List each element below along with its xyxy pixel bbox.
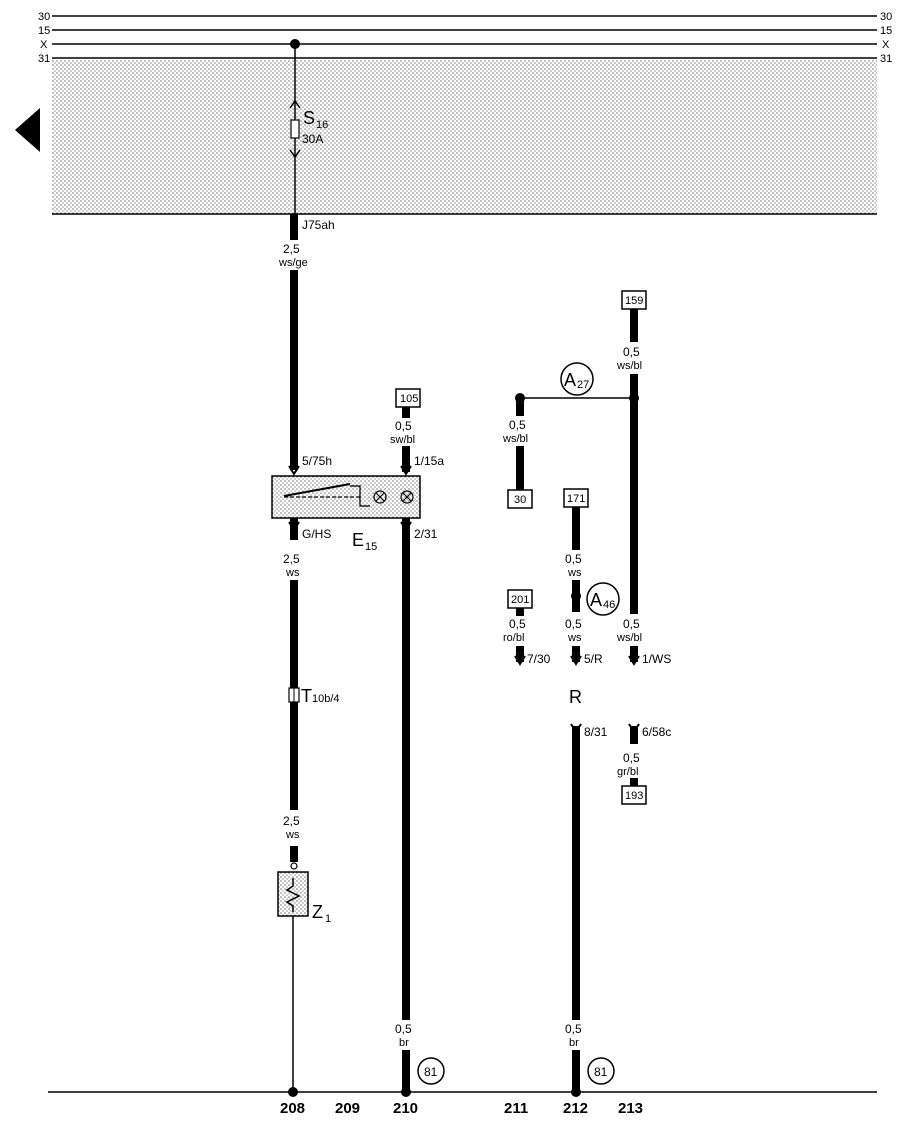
connector-1-15a: 1/15a xyxy=(414,454,444,468)
fuse-name: S xyxy=(303,108,315,128)
connector-a46[interactable] xyxy=(586,582,620,616)
wire-193-color: gr/bl xyxy=(617,766,638,778)
wire-105-size: 0,5 xyxy=(395,419,412,433)
junction-a27-right xyxy=(629,393,639,403)
rail-x-left: X xyxy=(40,39,48,51)
wire-208-size-2: 2,5 xyxy=(283,552,300,566)
heater-z1[interactable] xyxy=(277,871,309,917)
wire-212-color: br xyxy=(569,1037,579,1049)
wire-30-size: 0,5 xyxy=(509,418,526,432)
connector-j75ah: J75ah xyxy=(302,218,335,232)
connector-t10b-label: T xyxy=(301,686,312,706)
ref-box-193[interactable] xyxy=(621,785,647,805)
ref-201: 201 xyxy=(511,594,529,606)
connector-6-58c: 6/58c xyxy=(642,725,671,739)
z1-label: Z xyxy=(312,902,323,922)
wire-159-color: ws/bl xyxy=(616,360,642,372)
wire-208-size-1: 2,5 xyxy=(283,242,300,256)
wire-210-color: br xyxy=(399,1037,409,1049)
wire-201-color: ro/bl xyxy=(503,632,524,644)
track-209: 209 xyxy=(335,1100,360,1117)
connector-8-31: 8/31 xyxy=(584,725,608,739)
wire-212-size: 0,5 xyxy=(565,1022,582,1036)
relay-r-label[interactable]: R xyxy=(569,687,582,707)
shaded-panel xyxy=(52,60,877,214)
ref-105: 105 xyxy=(400,393,418,405)
rail-31-left: 31 xyxy=(38,53,50,65)
wire-208-color-1: ws/ge xyxy=(278,257,308,269)
connector-a27[interactable] xyxy=(560,362,594,396)
rail-31-right: 31 xyxy=(880,53,892,65)
wire-208-color-3: ws xyxy=(285,829,300,841)
ground-81-a[interactable] xyxy=(417,1057,445,1085)
a27-sub: 27 xyxy=(577,379,589,391)
track-210: 210 xyxy=(393,1100,418,1117)
switch-e15[interactable] xyxy=(271,475,421,519)
ref-171: 171 xyxy=(567,493,585,505)
rail-x-right: X xyxy=(882,39,890,51)
wire-1ws-size: 0,5 xyxy=(623,617,640,631)
track-213: 213 xyxy=(618,1100,643,1117)
fuse-rating: 30A xyxy=(302,132,323,146)
bus-rail-labels: 30 30 15 15 X X 31 31 xyxy=(38,11,892,65)
connector-1-ws: 1/WS xyxy=(642,652,671,666)
z1-sub: 1 xyxy=(325,913,331,925)
wire-210-size: 0,5 xyxy=(395,1022,412,1036)
rail-30-right: 30 xyxy=(880,11,892,23)
rail-15-right: 15 xyxy=(880,25,892,37)
wire-5r-size: 0,5 xyxy=(565,617,582,631)
wire-1ws-color: ws/bl xyxy=(616,632,642,644)
e15-sub: 15 xyxy=(365,541,377,553)
rail-15-left: 15 xyxy=(38,25,50,37)
rail-30-left: 30 xyxy=(38,11,50,23)
track-208: 208 xyxy=(280,1100,305,1117)
connector-5-r: 5/R xyxy=(584,652,603,666)
page-back-arrow-icon[interactable] xyxy=(15,108,40,152)
e15-label: E xyxy=(352,530,364,550)
connector-t10b-sub: 10b/4 xyxy=(312,693,340,705)
bus-rails xyxy=(52,15,877,59)
fuse-s16[interactable] xyxy=(289,99,301,159)
track-212: 212 xyxy=(563,1100,588,1117)
wire-208-color-2: ws xyxy=(285,567,300,579)
ref-193: 193 xyxy=(625,790,643,802)
wire-193-size: 0,5 xyxy=(623,751,640,765)
wire-30-color: ws/bl xyxy=(502,433,528,445)
wire-5r-color: ws xyxy=(567,632,582,644)
a46-sub: 46 xyxy=(603,599,615,611)
connector-2-31: 2/31 xyxy=(414,527,438,541)
wire-105-color: sw/bl xyxy=(390,434,415,446)
wire-208-size-3: 2,5 xyxy=(283,814,300,828)
fuse-sub: 16 xyxy=(316,119,328,131)
junction-a46 xyxy=(571,591,581,601)
ref-30: 30 xyxy=(514,494,526,506)
wire-171-color: ws xyxy=(567,567,582,579)
wire-201-size: 0,5 xyxy=(509,617,526,631)
a27-label: A xyxy=(564,370,576,390)
a46-label: A xyxy=(590,590,602,610)
ground-81-b-label: 81 xyxy=(594,1065,608,1079)
wire-159-size: 0,5 xyxy=(623,345,640,359)
ground-81-a-label: 81 xyxy=(424,1065,438,1079)
connector-g-hs: G/HS xyxy=(302,527,331,541)
connector-5-75h: 5/75h xyxy=(302,454,332,468)
track-211: 211 xyxy=(504,1100,528,1117)
ground-81-b[interactable] xyxy=(587,1057,615,1085)
connector-7-30: 7/30 xyxy=(527,652,551,666)
ref-box-30[interactable] xyxy=(507,489,533,509)
wire-171-size: 0,5 xyxy=(565,552,582,566)
ref-159: 159 xyxy=(625,295,643,307)
track-numbers: 208 209 210 211 212 213 xyxy=(280,1100,643,1117)
